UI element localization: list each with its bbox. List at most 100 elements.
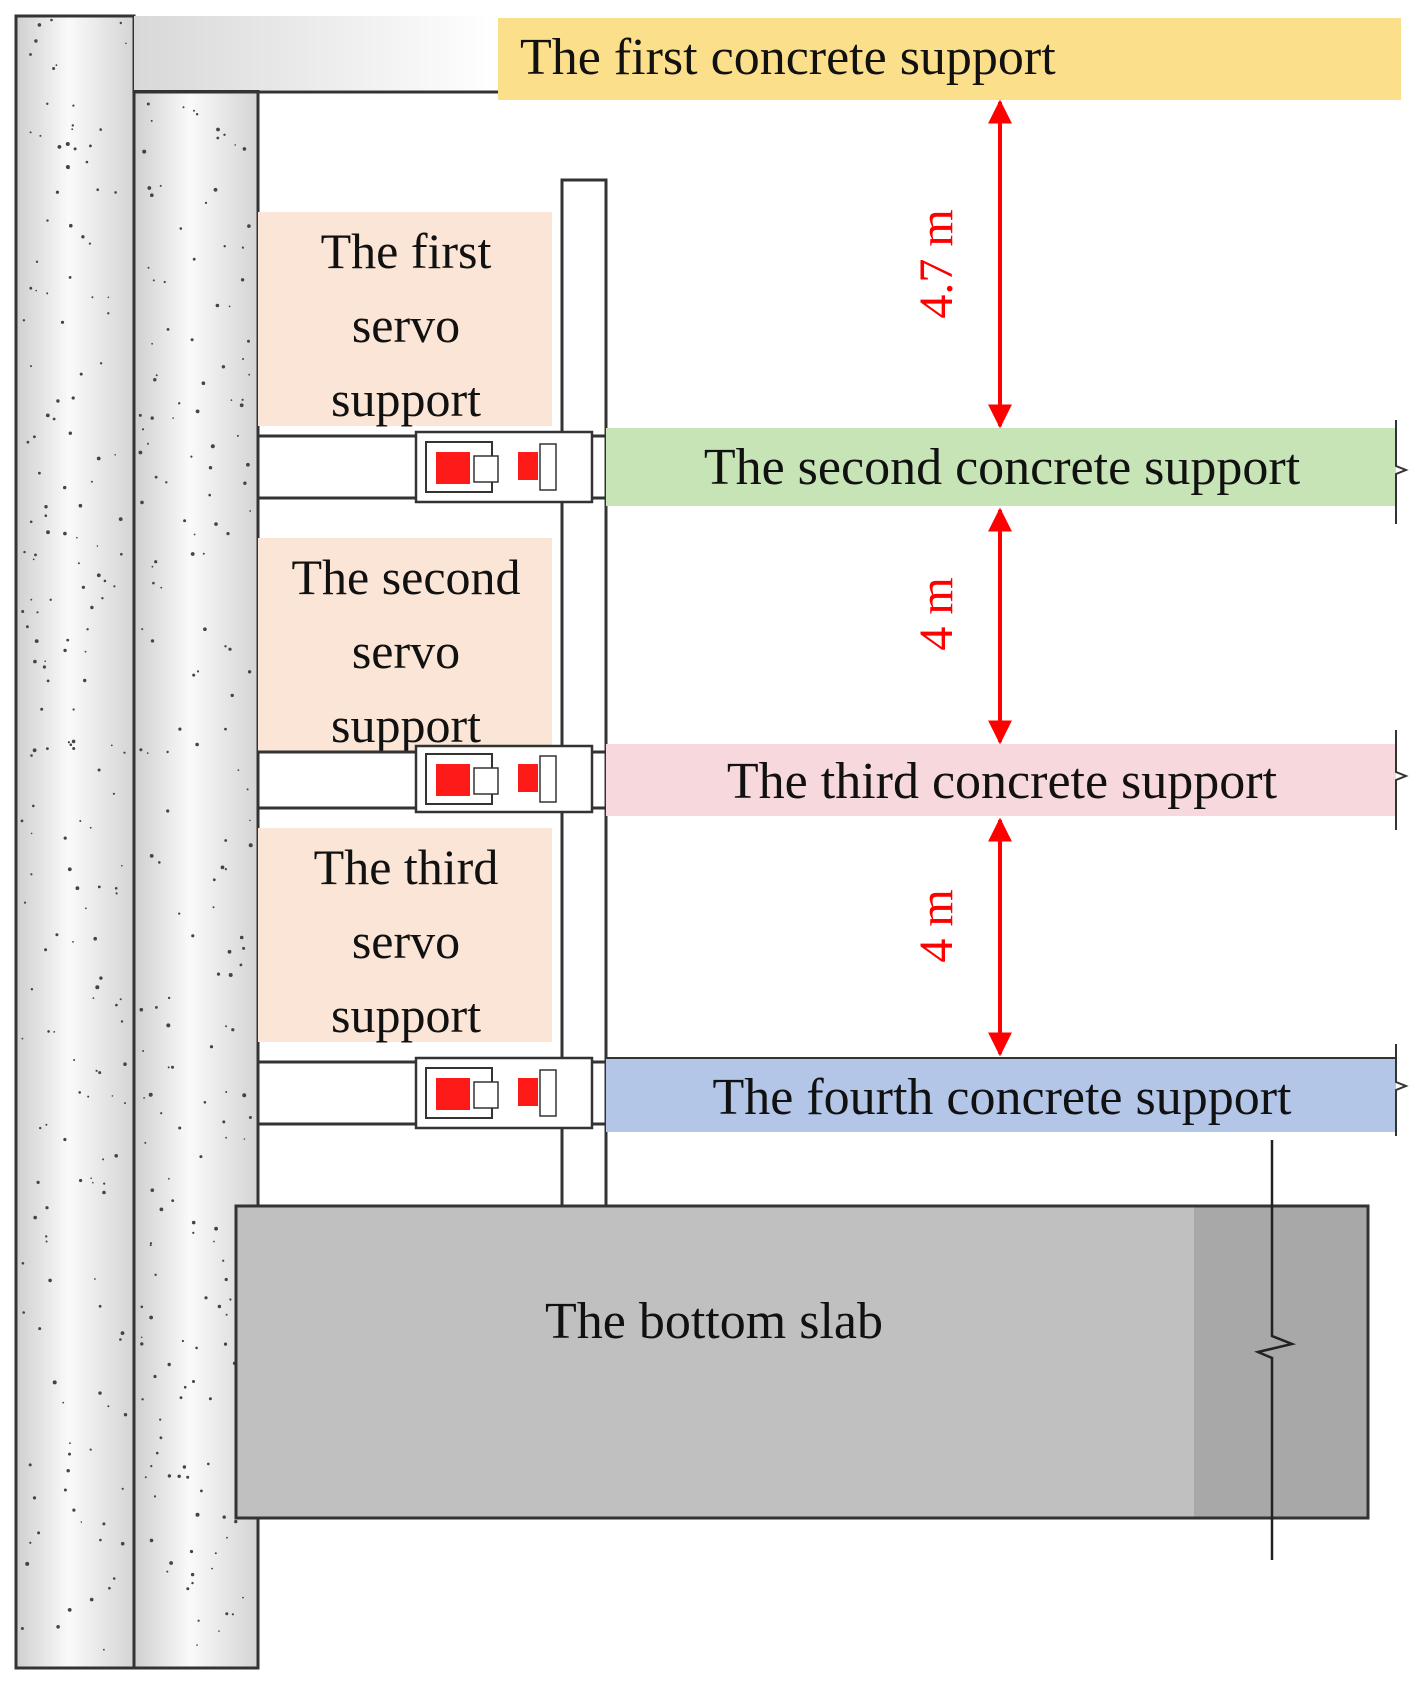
speckle-dot (71, 124, 75, 127)
speckle-dot (242, 147, 247, 151)
speckle-dot (141, 628, 144, 631)
speckle-dot (97, 885, 101, 889)
steel-column (560, 178, 608, 1208)
speckle-dot (45, 1240, 48, 1243)
speckle-dot (98, 1391, 102, 1395)
third-servo-strut (256, 1056, 608, 1130)
speckle-dot (243, 481, 247, 485)
speckle-dot (225, 1612, 229, 1616)
speckle-dot (247, 339, 250, 343)
speckle-dot (91, 296, 94, 299)
speckle-dot (75, 886, 80, 891)
speckle-dot (30, 598, 33, 601)
speckle-dot (90, 605, 94, 610)
speckle-dot (114, 1154, 118, 1158)
second-servo-strut (256, 744, 608, 814)
speckle-dot (243, 1138, 246, 1140)
speckle-dot (224, 1277, 228, 1282)
speckle-dot (38, 471, 41, 475)
speckle-dot (30, 832, 33, 835)
speckle-dot (67, 867, 72, 872)
speckle-dot (78, 503, 83, 508)
speckle-dot (42, 665, 47, 669)
speckle-dot (22, 319, 26, 322)
speckle-dot (68, 431, 73, 435)
speckle-dot (223, 245, 226, 248)
speckle-dot (142, 149, 147, 154)
svg-text:servo: servo (352, 623, 460, 679)
speckle-dot (98, 1071, 102, 1075)
speckle-dot (86, 628, 89, 631)
speckle-dot (240, 278, 245, 282)
speckle-dot (213, 1240, 215, 1243)
speckle-dot (149, 854, 154, 858)
spacing-label-3: 4 m (910, 889, 963, 962)
speckle-dot (221, 365, 226, 369)
speckle-dot (147, 186, 152, 190)
speckle-dot (179, 1396, 183, 1400)
speckle-dot (248, 1116, 252, 1119)
first-servo-strut (256, 430, 608, 504)
speckle-dot (201, 381, 206, 386)
speckle-dot (226, 532, 230, 536)
speckle-dot (107, 1405, 110, 1408)
speckle-dot (102, 1190, 106, 1195)
speckle-dot (121, 1487, 124, 1490)
speckle-dot (241, 398, 244, 401)
speckle-dot (241, 246, 244, 249)
speckle-dot (78, 1091, 81, 1094)
speckle-dot (191, 1220, 196, 1225)
speckle-dot (76, 536, 78, 539)
speckle-dot (65, 142, 70, 146)
speckle-dot (197, 1619, 200, 1622)
speckle-dot (208, 466, 213, 470)
speckle-dot (195, 1512, 200, 1517)
speckle-dot (125, 42, 127, 45)
speckle-dot (119, 21, 123, 25)
first-servo-support-label: The first servo support (258, 212, 552, 427)
speckle-dot (246, 462, 250, 467)
speckle-dot (249, 510, 252, 512)
speckle-dot (90, 1177, 92, 1179)
speckle-dot (231, 1613, 234, 1616)
speckle-dot (178, 912, 181, 915)
speckle-dot (166, 328, 170, 331)
speckle-dot (46, 747, 49, 750)
svg-text:support: support (331, 987, 481, 1043)
spacing-label-1: 4.7 m (910, 209, 963, 318)
speckle-dot (213, 187, 218, 192)
speckle-dot (99, 128, 102, 131)
speckle-dot (72, 708, 75, 711)
speckle-dot (140, 1305, 144, 1309)
speckle-dot (112, 1577, 116, 1580)
speckle-dot (154, 1273, 157, 1277)
speckle-dot (34, 639, 39, 643)
speckle-dot (220, 865, 225, 870)
speckle-dot (81, 235, 85, 239)
speckle-dot (222, 1515, 226, 1519)
speckle-dot (139, 1007, 144, 1012)
bottom-slab-shaded-end (1194, 1206, 1368, 1518)
speckle-dot (208, 493, 211, 497)
speckle-dot (196, 670, 200, 673)
second-concrete-support-label: The second concrete support (704, 439, 1301, 496)
speckle-dot (224, 645, 227, 648)
speckle-dot (216, 136, 220, 140)
speckle-dot (93, 936, 97, 941)
speckle-dot (190, 552, 195, 556)
speckle-dot (160, 1112, 163, 1115)
speckle-dot (191, 1581, 194, 1585)
speckle-dot (40, 707, 44, 711)
speckle-dot (121, 864, 123, 867)
speckle-dot (228, 305, 231, 308)
speckle-dot (214, 1226, 219, 1231)
speckle-dot (140, 1342, 144, 1346)
speckle-dot (30, 873, 33, 876)
speckle-dot (69, 1442, 71, 1445)
speckle-dot (203, 627, 207, 631)
speckle-dot (224, 868, 227, 871)
speckle-dot (214, 522, 218, 526)
speckle-dot (102, 1158, 105, 1161)
speckle-dot (146, 752, 149, 754)
speckle-dot (225, 1136, 228, 1139)
